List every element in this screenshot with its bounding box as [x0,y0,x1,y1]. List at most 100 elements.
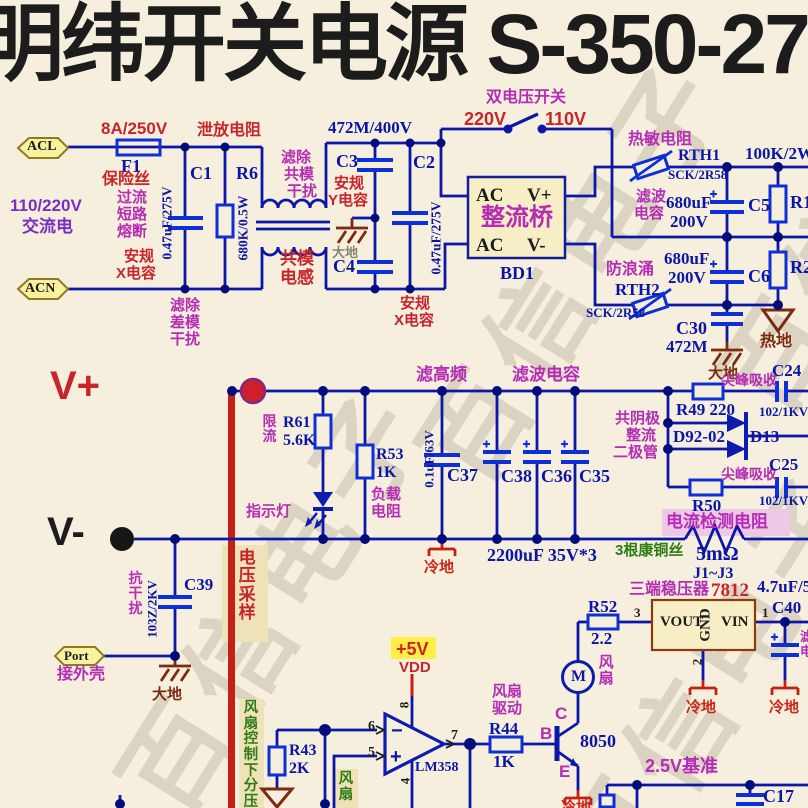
c40-desc: 电容 [800,644,808,659]
load-label: 电阻 [371,503,402,520]
c37-value: 0.1uF/63V [421,430,437,488]
transistor-c: C [555,704,568,723]
c25-ref: C25 [769,455,799,474]
resistor-symbols [115,138,788,808]
acl-terminal [16,137,70,159]
r6-ref: R6 [236,163,258,183]
earth-label: 大地 [708,365,739,382]
hot-ground-symbol [760,308,796,334]
r53-ref: R53 [376,446,404,463]
case-label: 接外壳 [57,666,106,683]
fuse-rating: 8A/250V [101,119,168,138]
y-cap-label: Y电容 [328,192,369,209]
pin2-label: 2 [689,658,705,666]
diode-label: 共阴极 [615,410,661,427]
vplus-label: V+ [50,364,101,408]
r1-ref: R1 [790,192,808,212]
mains-label: 110/220V [10,196,82,215]
c5-ref: C5 [748,195,770,215]
sense-line-label: 电压采样 [238,548,256,623]
d13-ref: D13 [750,427,780,446]
transistor-b: B [540,724,553,743]
fuse-symbol [115,138,162,157]
bridge-vminus: V- [527,235,546,256]
fuse-desc: 过流 [117,189,148,206]
c36-ref: C36 [541,466,572,486]
fan-motor-symbol [561,660,595,694]
r6-value: 680K/0.5W [235,195,251,261]
r50-ref: R50 [692,496,722,515]
filter-cap-label: 电容 [634,205,665,222]
x-cap-label: 安规 [124,248,155,265]
junction-dots [115,138,790,808]
rth1-ref: RTH1 [678,147,721,164]
filter-cap-label: 滤波电容 [512,365,580,384]
c25-value: 102/1KV [759,493,808,508]
opamp-minus: − [391,720,403,742]
acn-terminal [16,278,70,300]
load-label: 负载 [371,486,402,503]
cm-inductor-label: 共模 [280,249,314,268]
vplus-terminal [239,377,267,405]
c37-ref: C37 [447,465,478,485]
semiconductor-symbols [305,412,748,777]
r43-value: 2K [289,760,310,777]
port-label: Port [64,648,89,663]
highlight-boxes [222,509,790,808]
thermistor-symbols [628,149,673,321]
diff-filter-label: 干扰 [170,331,201,348]
r49-ref: R49 220 [676,400,736,419]
c40-value: 4.7uF/5 [757,577,808,596]
pin5-label: 5 [368,745,375,760]
fan-divider-label: 风扇控制下分压 [243,700,259,808]
acl-label: ACL [27,139,57,154]
page-title: 明纬开关电源 S-350-27 [0,0,808,91]
earth-label: 大地 [152,686,183,703]
cm-filter-label: 干扰 [287,183,318,200]
r52-value: 2.2 [591,629,613,648]
regulator-ref: 7812 [711,580,749,601]
y-cap-value: 472M/400V [328,118,413,137]
vout-pin: VOUT [660,614,704,630]
q1-ref: 8050 [580,731,616,751]
c24-ref: C24 [772,361,802,380]
bleeder-label: 泄放电阻 [197,122,262,139]
vin-pin: VIN [721,614,749,630]
fuse-desc: 熔断 [117,223,148,240]
switch-label: 双电压开关 [486,89,567,106]
c24-value: 102/1KV [759,404,808,419]
bridge-vplus: V+ [527,185,552,206]
shunt-value: 5mΩ [696,543,739,565]
transistor-emitter-arrow [570,758,578,767]
c1-value: 0.47uF/275V [159,186,175,260]
wires [68,112,808,808]
diode-label: 整流 [626,427,657,444]
bridge-ac1: AC [476,185,504,206]
c1-ref: C1 [190,163,212,183]
cold-ground-label: 冷地 [561,799,592,808]
r61-ref: R61 [283,414,311,431]
bridge-name: 整流桥 [481,204,553,231]
opamp-symbol [383,711,448,777]
cold-ground-label: 冷地 [686,699,717,716]
terminal-symbols [16,124,547,666]
d13-type: D92-02 [673,427,725,446]
polarity-marks [483,190,778,641]
c17-ref: C17 [763,786,794,806]
hot-ground-label: 热地 [760,333,793,350]
c2-value: 0.47uF/275V [428,201,444,275]
hf-filter-label: 滤高频 [416,365,467,384]
cm-filter-label: 共模 [284,166,315,183]
c4-ref: C4 [333,256,355,276]
r52-ref: R52 [588,597,618,616]
v220-label: 220V [464,109,507,129]
diff-filter-label: 滤除 [170,297,201,314]
fan-drive-label: 驱动 [492,700,523,717]
diff-filter-label: 差模 [170,314,201,331]
regulator-label: 三端稳压器 [629,581,710,598]
rth2-ref: RTH2 [615,280,660,299]
gnd-pin: GND [697,608,714,642]
snubber-label: 尖峰吸收 [721,372,777,388]
c5-value: 200V [670,212,708,231]
